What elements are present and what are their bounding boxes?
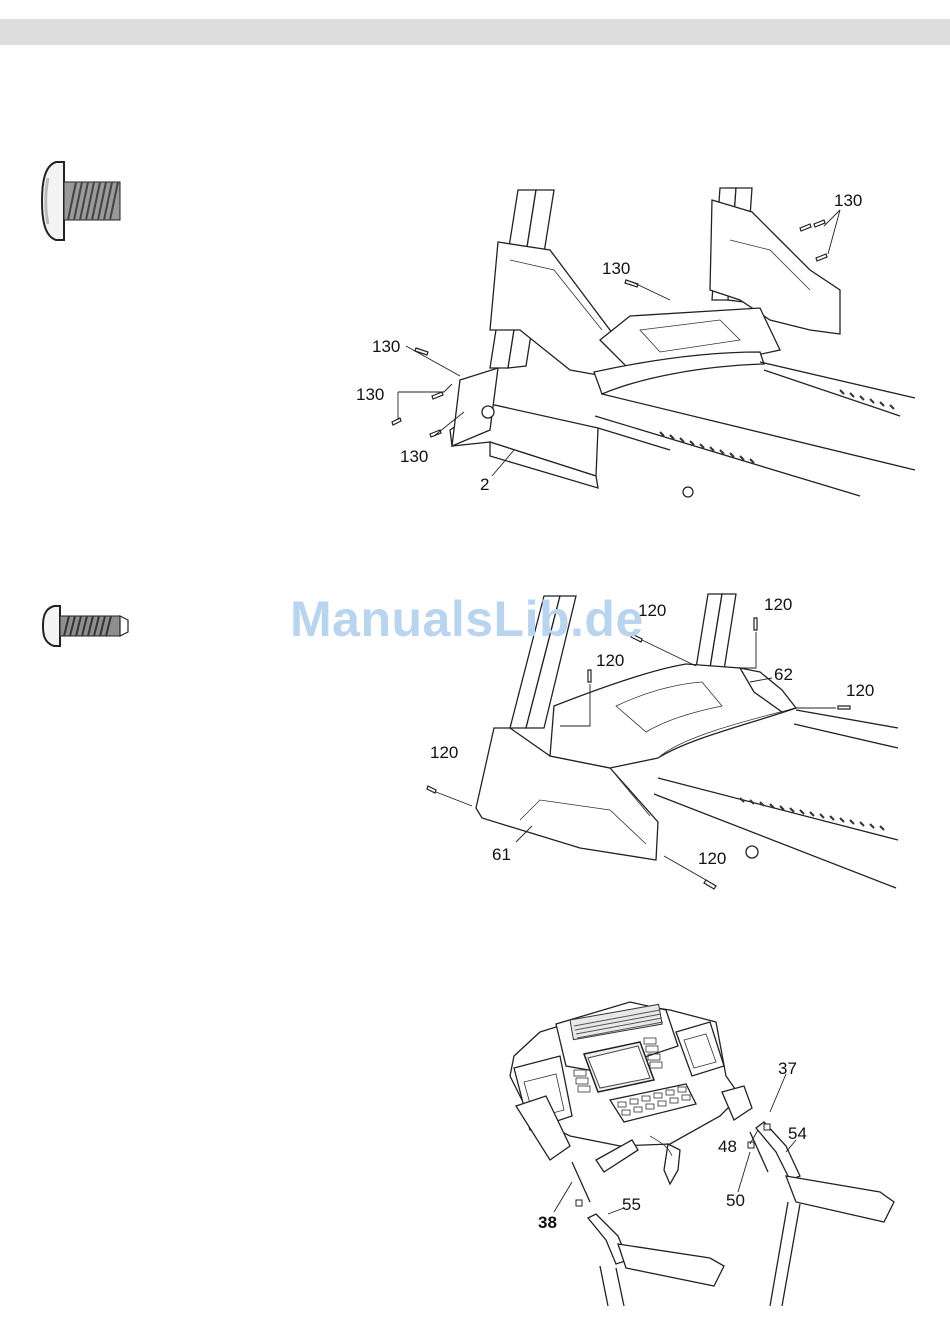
label-130-left-upper: 130 [372, 337, 400, 356]
label-61-front-cover: 61 [492, 845, 511, 864]
label-130-top-center: 130 [602, 259, 630, 278]
label-38: 38 [538, 1213, 557, 1232]
header-bar [0, 19, 950, 45]
button-head-bolt-icon [40, 158, 130, 249]
label-120-bottom: 120 [698, 849, 726, 868]
label-55: 55 [622, 1195, 641, 1214]
label-130-top-right: 130 [834, 191, 862, 210]
label-120-upper-left: 120 [596, 651, 624, 670]
label-37: 37 [778, 1059, 797, 1078]
label-130-left-lower: 130 [400, 447, 428, 466]
watermark: ManualsLib.de [290, 590, 644, 648]
label-50: 50 [726, 1191, 745, 1210]
tapping-screw-icon [42, 604, 134, 653]
label-120-right: 120 [846, 681, 874, 700]
label-54: 54 [788, 1124, 807, 1143]
label-48: 48 [718, 1137, 737, 1156]
label-120-top-right: 120 [764, 595, 792, 614]
diagram-step1-upright-assembly: 130 130 130 130 130 2 [340, 180, 920, 510]
diagram-step3-console-assembly: 37 48 54 50 38 55 [500, 996, 910, 1306]
label-130-left-middle: 130 [356, 385, 384, 404]
label-2-base: 2 [480, 475, 489, 494]
label-120-far-left: 120 [430, 743, 458, 762]
label-62-cover-right: 62 [774, 665, 793, 684]
